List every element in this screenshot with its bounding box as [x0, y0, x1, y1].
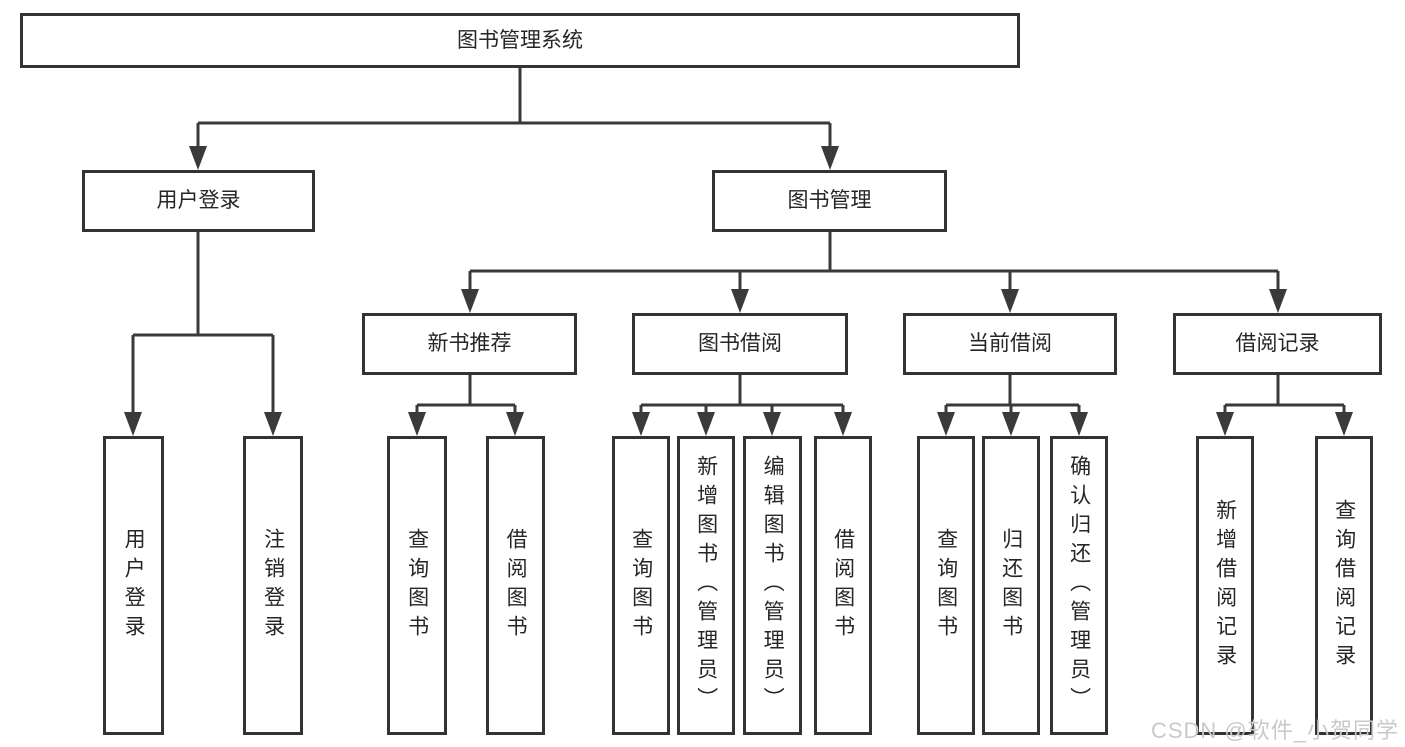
connector-book-mgmt-to-level3	[461, 232, 1287, 313]
node-leaf-bb-borrow-books: 借阅图书	[814, 436, 872, 735]
connector-line	[468, 232, 1280, 293]
connector-borrow-records-to-leaves	[1216, 375, 1353, 436]
node-leaf-logout: 注销登录	[243, 436, 303, 735]
node-leaf-br-query-record: 查询借阅记录	[1315, 436, 1373, 735]
node-leaf-user-login: 用户登录	[103, 436, 164, 735]
connector-line	[1223, 375, 1346, 416]
node-leaf-cb-return-books: 归还图书	[982, 436, 1040, 735]
arrowhead	[124, 412, 282, 436]
connector-user-login-to-leaves	[124, 232, 282, 436]
arrowhead	[632, 412, 852, 436]
node-book-management: 图书管理	[712, 170, 947, 232]
node-leaf-br-add-record: 新增借阅记录	[1196, 436, 1254, 735]
node-current-borrowing: 当前借阅	[903, 313, 1117, 375]
arrowhead	[408, 412, 524, 436]
connector-line	[415, 375, 517, 416]
node-user-login: 用户登录	[82, 170, 315, 232]
watermark: CSDN @软件_小贺同学	[1150, 718, 1399, 743]
node-leaf-bb-edit-books-admin: 编辑图书（管理员）	[743, 436, 802, 735]
connector-book-borrow-to-leaves	[632, 375, 852, 436]
node-leaf-bb-add-books-admin: 新增图书（管理员）	[677, 436, 735, 735]
arrowhead	[937, 412, 1088, 436]
arrowhead	[189, 146, 839, 170]
arrowhead	[1216, 412, 1353, 436]
node-leaf-nbr-query-books: 查询图书	[387, 436, 447, 735]
connector-current-borrow-to-leaves	[937, 375, 1088, 436]
node-leaf-nbr-borrow-books: 借阅图书	[486, 436, 545, 735]
node-library-management-system: 图书管理系统	[20, 13, 1020, 68]
connector-line	[131, 232, 275, 416]
connector-line	[639, 375, 845, 416]
connector-line	[196, 67, 832, 150]
arrowhead	[461, 289, 1287, 313]
node-leaf-cb-query-books: 查询图书	[917, 436, 975, 735]
node-leaf-cb-confirm-return-admin: 确认归还（管理员）	[1050, 436, 1108, 735]
node-leaf-bb-query-books: 查询图书	[612, 436, 670, 735]
node-borrowing-records: 借阅记录	[1173, 313, 1382, 375]
connector-new-book-rec-to-leaves	[408, 375, 524, 436]
node-book-borrowing: 图书借阅	[632, 313, 848, 375]
connector-line	[944, 375, 1081, 416]
node-new-book-recommend: 新书推荐	[362, 313, 577, 375]
connector-root-to-level2	[189, 67, 839, 170]
